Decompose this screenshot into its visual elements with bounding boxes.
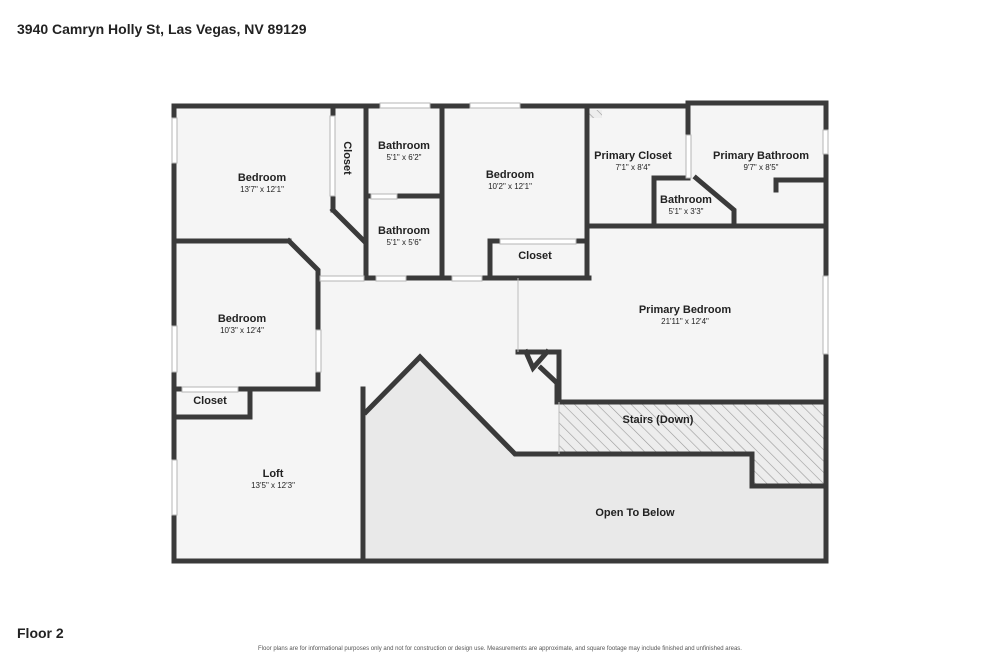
room-dims: 10'3" x 12'4" <box>220 326 264 335</box>
room-dims: 5'1" x 3'3" <box>669 207 704 216</box>
doorway <box>370 193 398 200</box>
doorway <box>451 275 483 282</box>
window <box>171 117 178 164</box>
room-dims: 13'5" x 12'3" <box>251 481 295 490</box>
room-dims: 7'1" x 8'4" <box>616 163 651 172</box>
room-dims: 5'1" x 5'6" <box>387 238 422 247</box>
room-name: Open To Below <box>595 507 675 519</box>
window <box>379 102 431 109</box>
closet-door <box>329 115 336 197</box>
doorway <box>319 275 365 282</box>
room-name: Bathroom <box>378 140 430 152</box>
room-name: Closet <box>341 141 353 175</box>
windows <box>171 102 829 516</box>
window <box>822 129 829 155</box>
room-name: Bedroom <box>486 169 535 181</box>
address-title: 3940 Camryn Holly St, Las Vegas, NV 8912… <box>17 21 307 37</box>
doorway <box>375 275 407 282</box>
window <box>822 275 829 355</box>
room-labels: Bedroom 13'7" x 12'1" Closet Bathroom 5'… <box>193 140 809 519</box>
open-to-below-area <box>366 357 824 560</box>
doorway <box>315 329 322 373</box>
floor-label: Floor 2 <box>17 625 64 641</box>
room-dims: 9'7" x 8'5" <box>744 163 779 172</box>
room-name: Bedroom <box>218 313 267 325</box>
room-dims: 5'1" x 6'2" <box>387 153 422 162</box>
room-dims: 13'7" x 12'1" <box>240 185 284 194</box>
room-name: Primary Bedroom <box>639 304 732 316</box>
doorway <box>685 134 692 179</box>
small-hatch <box>589 110 602 118</box>
room-name: Bedroom <box>238 172 287 184</box>
room-name: Closet <box>193 395 227 407</box>
window <box>171 459 178 516</box>
opening-lines <box>517 278 560 454</box>
window <box>469 102 521 109</box>
room-dims: 21'11" x 12'4" <box>661 317 709 326</box>
closet-door <box>181 386 239 393</box>
window <box>171 325 178 373</box>
room-name: Bathroom <box>378 225 430 237</box>
room-name: Bathroom <box>660 194 712 206</box>
room-name: Primary Closet <box>594 150 672 162</box>
room-name: Closet <box>518 250 552 262</box>
closet-door <box>499 238 577 245</box>
disclaimer: Floor plans are for informational purpos… <box>258 646 742 652</box>
room-name: Loft <box>263 468 284 480</box>
room-dims: 10'2" x 12'1" <box>488 182 532 191</box>
room-name: Primary Bathroom <box>713 150 809 162</box>
room-name: Stairs (Down) <box>623 414 694 426</box>
stairs-hatch <box>559 402 824 486</box>
